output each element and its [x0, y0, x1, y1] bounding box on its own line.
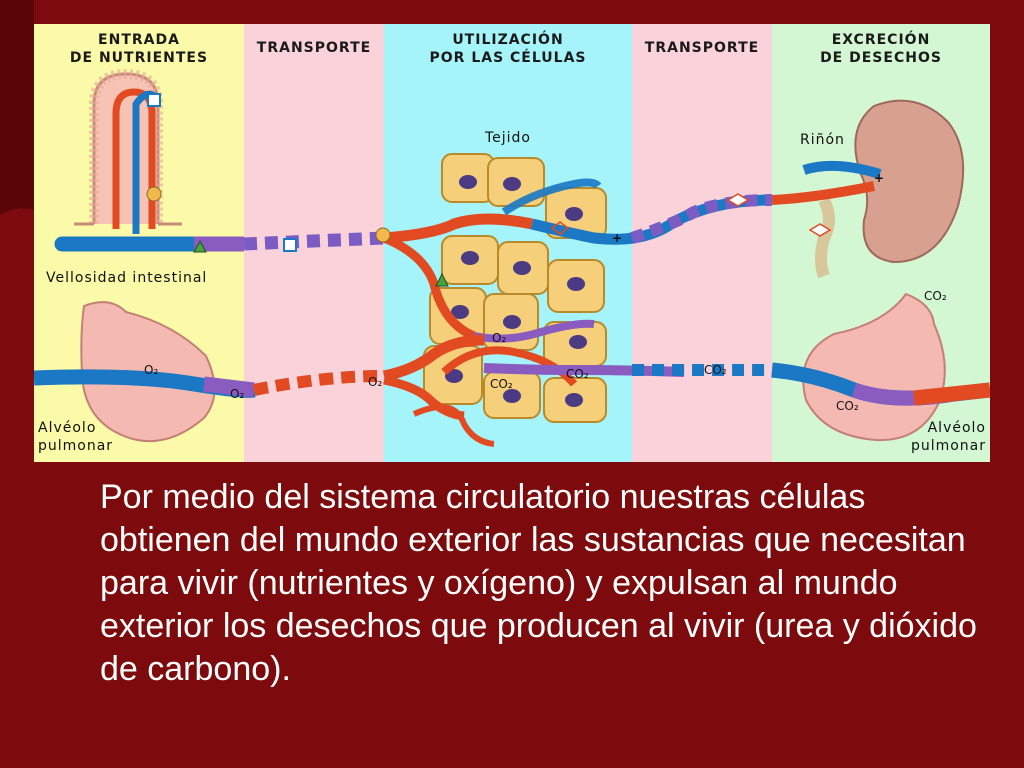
urea-diamond-kidney	[808, 223, 832, 237]
label-rinon: Riñón	[800, 132, 845, 148]
header-transporte-right: TRANSPORTE	[645, 40, 759, 56]
header-entrada-2: DE NUTRIENTES	[70, 50, 208, 66]
header-transporte-left: TRANSPORTE	[257, 40, 371, 56]
label-co2-out: CO₂	[924, 289, 947, 303]
capillary-arterial-bottom	[382, 334, 485, 382]
label-alveolo-left-1: Alvéolo	[38, 420, 96, 436]
header-utilizacion-2: POR LAS CÉLULAS	[430, 49, 587, 66]
header-entrada-1: ENTRADA	[98, 32, 180, 48]
nutrient-circle-marker	[146, 186, 162, 202]
label-tejido: Tejido	[484, 130, 531, 146]
header-excrecion-2: DE DESECHOS	[820, 50, 942, 66]
header-utilizacion-1: UTILIZACIÓN	[452, 30, 563, 48]
circulation-diagram: ENTRADA DE NUTRIENTES TRANSPORTE UTILIZA…	[34, 24, 990, 462]
label-co2-tissue: CO₂	[490, 377, 513, 391]
plus-marker-tissue: +	[612, 231, 622, 245]
header-excrecion-1: EXCRECIÓN	[832, 30, 931, 48]
column-transporte-right	[632, 24, 772, 462]
nutrient-triangle-tissue	[435, 272, 449, 287]
slide-corner-accent	[0, 0, 34, 215]
label-o2-alveolo: O₂	[144, 363, 158, 377]
capillary-arterial-top	[383, 213, 534, 244]
nutrient-square-transport	[283, 238, 297, 252]
label-co2-vessel: CO₂	[704, 363, 727, 377]
label-co2-alveolo: CO₂	[836, 399, 859, 413]
label-alveolo-right-1: Alvéolo	[928, 420, 986, 436]
plus-marker-kidney: +	[874, 171, 884, 185]
intestinal-villus-illustration	[74, 68, 182, 234]
nutrient-circle-tissue	[375, 227, 391, 243]
slide-caption: Por medio del sistema circulatorio nuest…	[100, 478, 977, 688]
vessel-renal-artery	[771, 181, 875, 205]
label-o2-tissue: O₂	[492, 331, 506, 345]
urea-diamond-transport	[726, 193, 750, 207]
label-o2-capillary: O₂	[368, 375, 382, 389]
label-alveolo-left-2: pulmonar	[38, 438, 113, 454]
capillary-venous-top	[530, 194, 773, 245]
label-co2-cells: CO₂	[566, 367, 589, 381]
nutrient-square-marker	[147, 93, 161, 107]
label-o2-vessel: O₂	[230, 387, 244, 401]
label-vellosidad: Vellosidad intestinal	[46, 270, 207, 286]
vessel-renal-vein	[802, 160, 882, 179]
tissue-cell-nuclei	[445, 175, 587, 407]
nutrient-triangle-marker	[193, 239, 207, 253]
label-alveolo-right-2: pulmonar	[911, 438, 986, 454]
